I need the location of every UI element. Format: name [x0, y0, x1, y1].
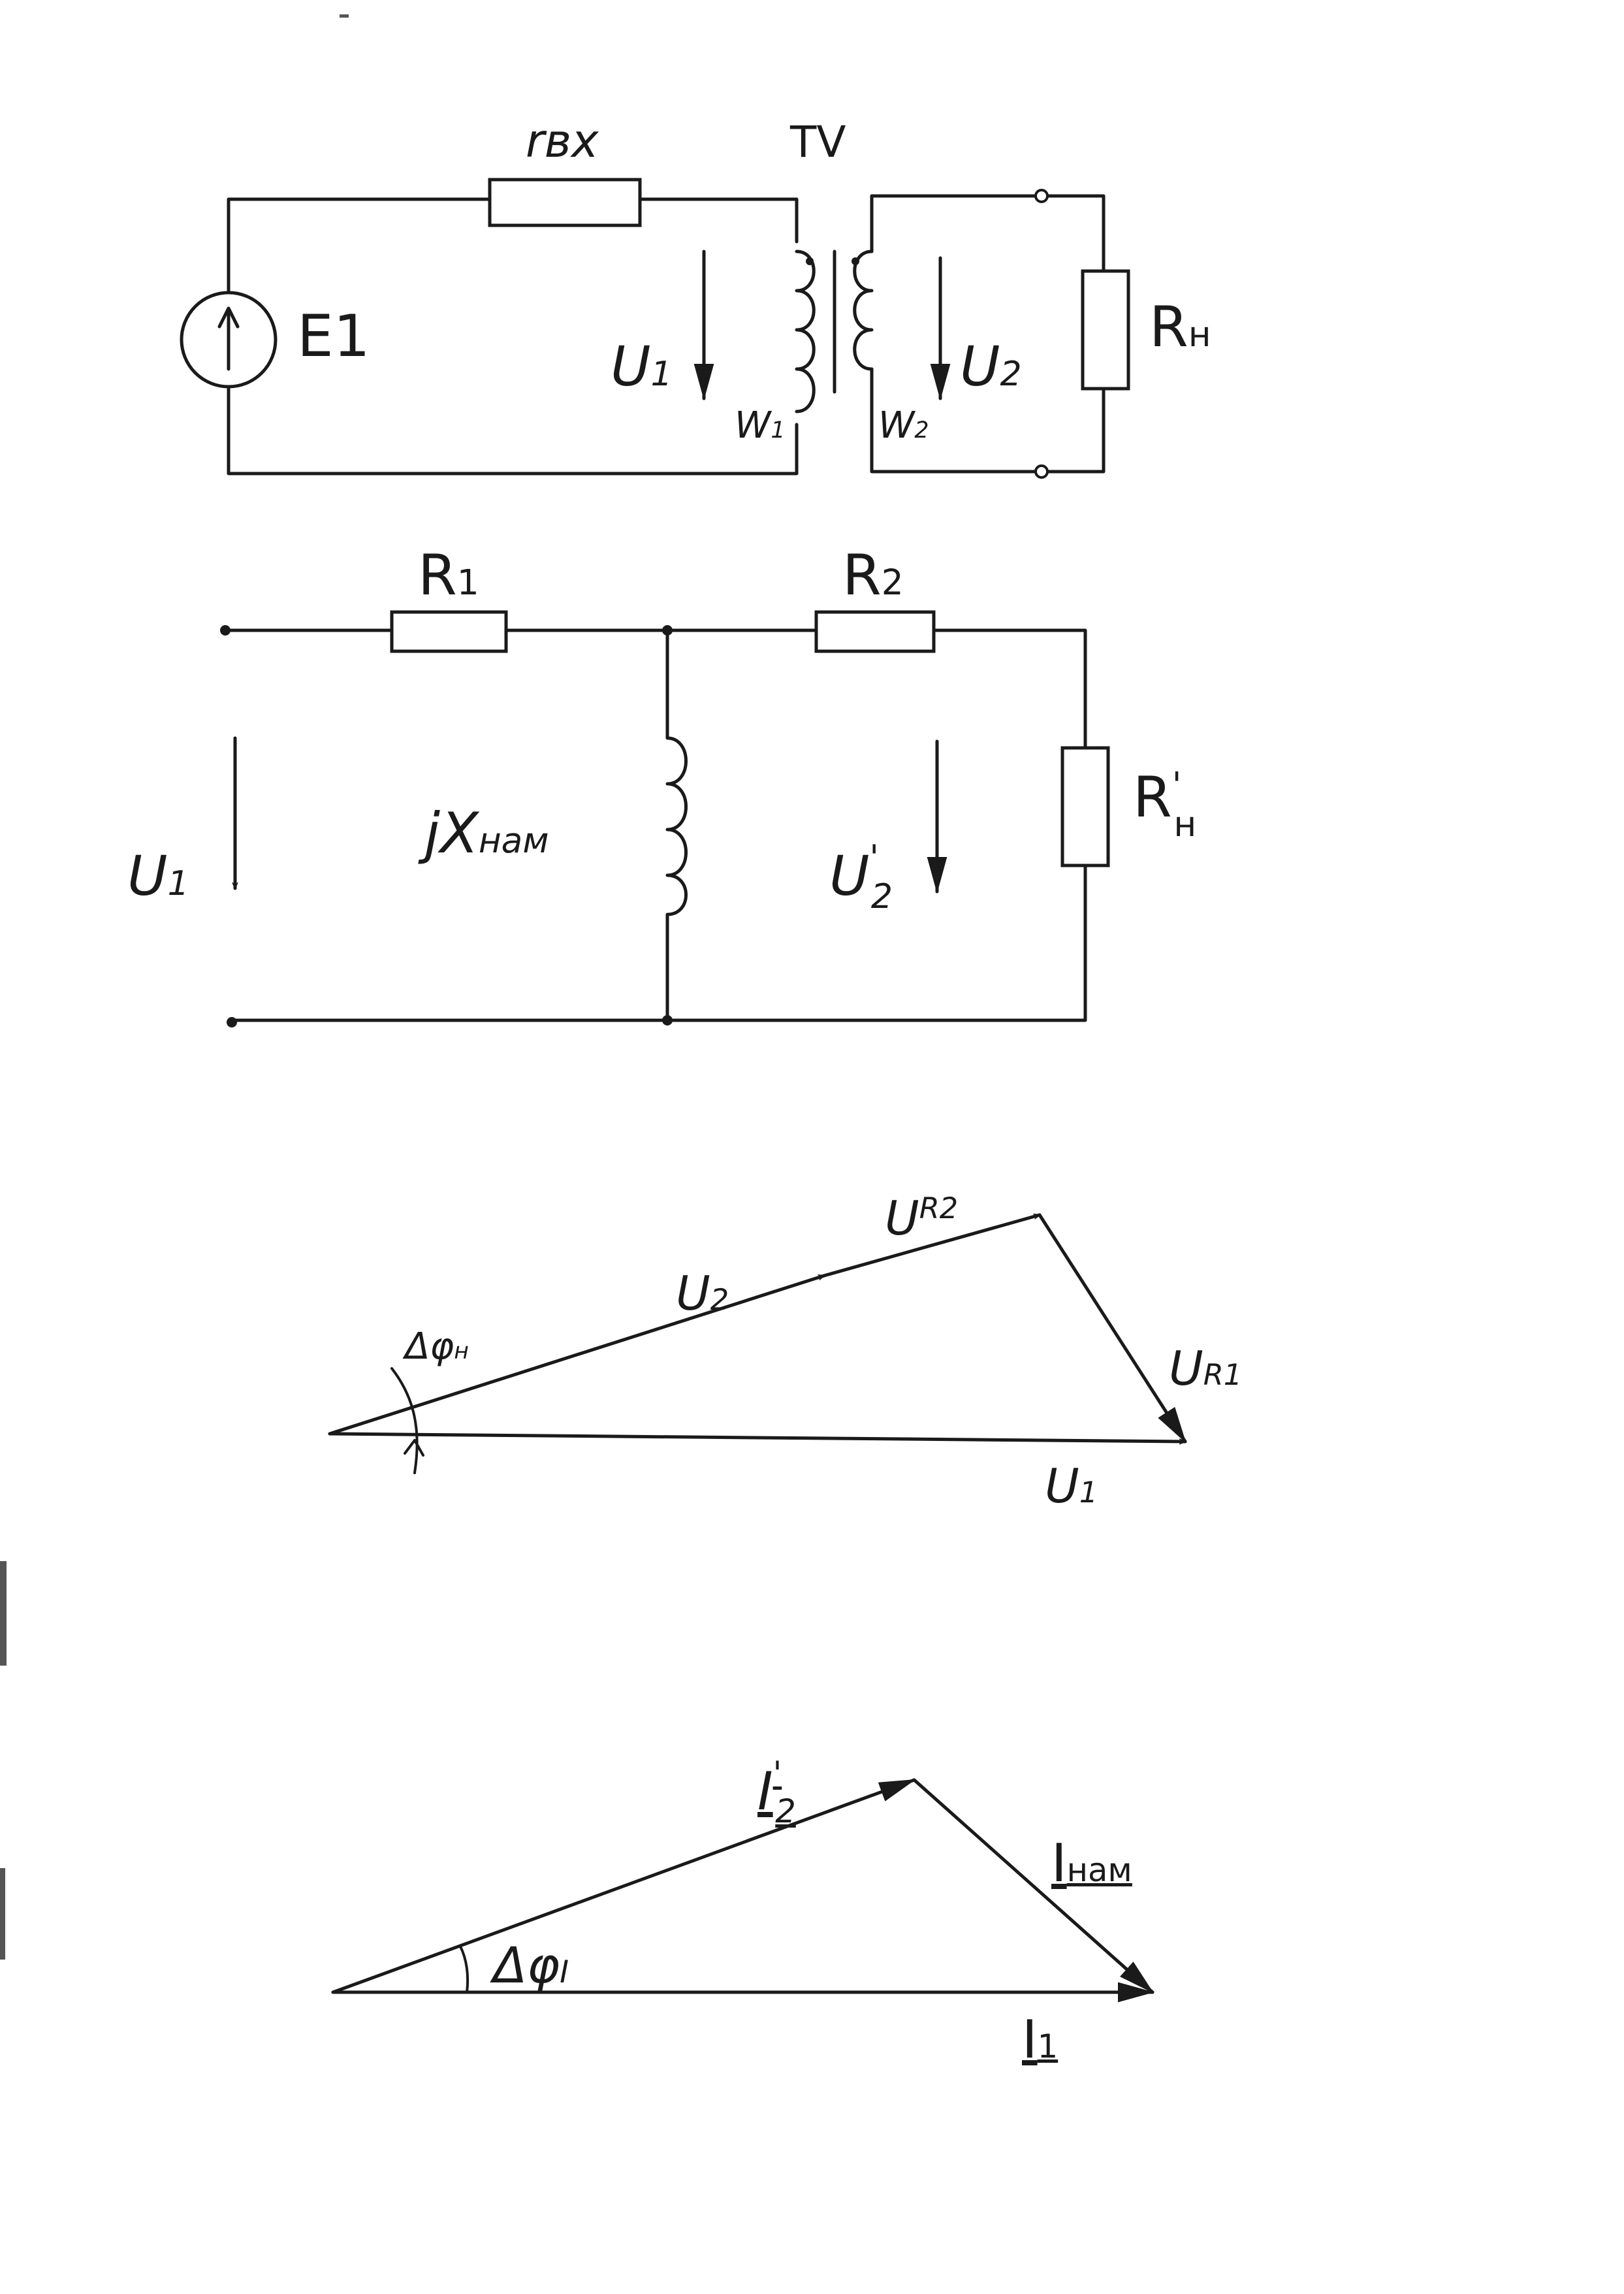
- i2-phasor: [331, 1778, 916, 1994]
- r1-label: R1: [418, 543, 479, 608]
- circuit-2: R1 R2 jXнам U1 U'2 R'н: [127, 543, 1196, 1027]
- voltage-phasor-diagram: Δφн U2 UR2 UR1 U1: [328, 1191, 1242, 1513]
- i2-phasor-label: I'2: [757, 1754, 796, 1830]
- circuit-1: rвх TV E1 U1 U2 W1 W2 Rн: [180, 114, 1211, 479]
- imag-phasor-label: Iнам: [1051, 1833, 1132, 1894]
- angle-label-i: ΔφI: [490, 1936, 569, 1994]
- load-label-2: R'н: [1133, 765, 1196, 845]
- secondary-winding: [853, 250, 874, 371]
- u2-label-2: U'2: [829, 838, 893, 916]
- secondary-wire: [870, 194, 1106, 474]
- source-label: E1: [297, 302, 370, 370]
- u1-label-2: U1: [127, 844, 189, 908]
- top-wire: [223, 628, 1087, 1022]
- input-resistor: [488, 178, 642, 227]
- angle-arc-i: [459, 1945, 470, 1994]
- emf-arrow: [217, 306, 240, 371]
- r2-label: R2: [842, 543, 904, 608]
- ur2-phasor-label: UR2: [885, 1191, 958, 1246]
- u2-phasor-label: U2: [676, 1266, 729, 1321]
- r2-resistor: [814, 610, 936, 653]
- w1-label: W1: [735, 404, 785, 447]
- load-resistor: [1081, 269, 1130, 391]
- angle-label-u: Δφн: [402, 1325, 469, 1368]
- load-label: Rн: [1149, 295, 1211, 360]
- u1-label: U1: [611, 334, 673, 398]
- w2-label: W2: [878, 404, 929, 447]
- terminal-top: [1034, 189, 1049, 203]
- ur1-phasor: [1038, 1213, 1187, 1444]
- xmag-label: jXнам: [418, 801, 549, 866]
- imag-phasor: [912, 1778, 1154, 1994]
- r1-resistor: [390, 610, 508, 653]
- current-phasor-diagram: I'2 Iнам ΔφI I1: [331, 1754, 1154, 2070]
- scan-marks: [0, 14, 349, 1960]
- ur2-phasor: [822, 1213, 1042, 1278]
- input-resistor-label: rвх: [526, 114, 599, 168]
- transformer-label: TV: [789, 117, 846, 167]
- ur1-phasor-label: UR1: [1169, 1341, 1242, 1396]
- magnetizing-inductor: [665, 628, 688, 1022]
- load-resistor-2: [1060, 746, 1110, 867]
- u2-phasor: [328, 1274, 826, 1436]
- u1-phasor-label: U1: [1045, 1459, 1098, 1513]
- angle-arc: [390, 1367, 419, 1474]
- i1-phasor-label: I1: [1022, 2009, 1058, 2070]
- primary-wire: [227, 197, 799, 476]
- primary-winding: [795, 250, 816, 413]
- u1-phasor: [328, 1432, 1187, 1442]
- u2-label: U2: [960, 334, 1022, 398]
- terminal-bottom: [1034, 464, 1049, 479]
